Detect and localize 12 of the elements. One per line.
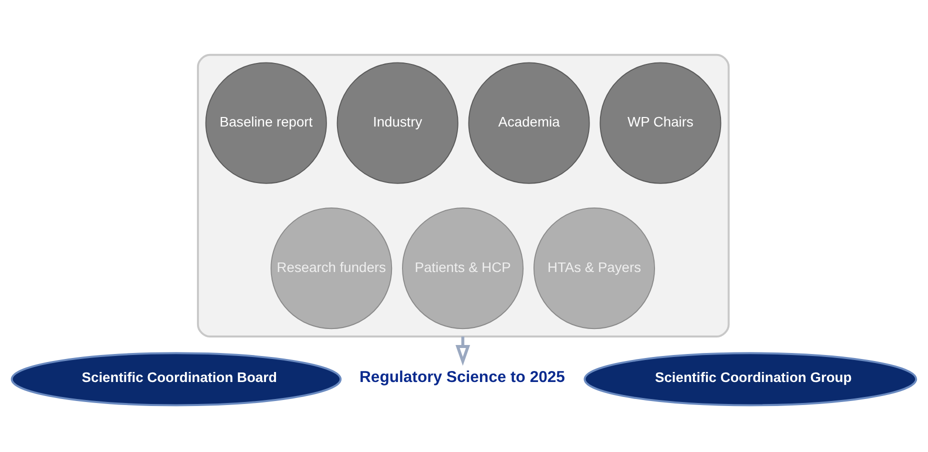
- arrow: [456, 336, 470, 366]
- node-ellipse: Scientific Coordination Board: [10, 352, 342, 406]
- cluster: [196, 54, 730, 338]
- node-circle: WP Chairs: [600, 62, 722, 184]
- node-circle: Research funders: [270, 208, 392, 330]
- node-circle: HTAs & Payers: [533, 208, 656, 330]
- node-text: Regulatory Science to 2025: [360, 368, 565, 386]
- node-ellipse: Scientific Coordination Group: [584, 352, 918, 406]
- node-circle: Baseline report: [205, 62, 327, 184]
- node-circle: Industry: [336, 62, 458, 184]
- node-circle: Patients & HCP: [402, 208, 524, 330]
- node-circle: Academia: [468, 62, 590, 184]
